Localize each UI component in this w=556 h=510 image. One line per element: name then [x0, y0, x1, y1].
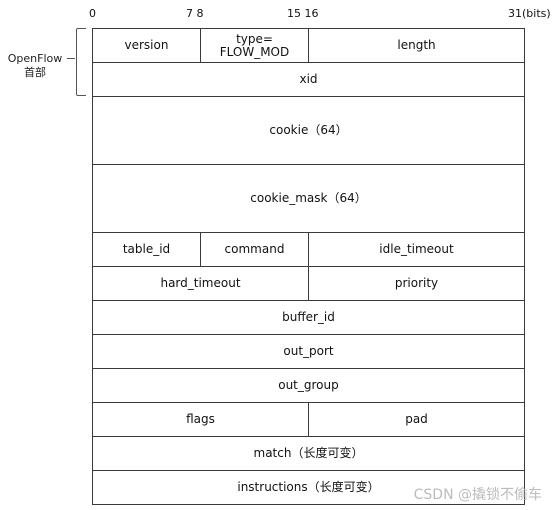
bit-label-15-16: 15 16 — [287, 7, 319, 20]
field-type-label-line1: type= — [236, 31, 273, 46]
field-priority-label: priority — [394, 276, 439, 290]
openflow-header-label-line2: 首部 — [24, 66, 46, 79]
field-cookie: cookie（64） — [92, 96, 525, 165]
field-out-group: out_group — [92, 368, 525, 403]
field-hard-timeout: hard_timeout — [92, 266, 309, 301]
field-length: length — [308, 28, 525, 63]
field-xid: xid — [92, 62, 525, 97]
field-table-id: table_id — [92, 232, 201, 267]
field-priority: priority — [308, 266, 525, 301]
field-out-port: out_port — [92, 334, 525, 369]
field-out-port-label: out_port — [283, 344, 334, 358]
header-brace — [76, 28, 86, 96]
field-match: match（长度可变） — [92, 436, 525, 471]
openflow-header-label: OpenFlow 首部 — [4, 52, 66, 80]
field-instructions: instructions（长度可变） — [92, 470, 525, 505]
csdn-watermark: CSDN @撬锁不偷车 — [413, 487, 542, 503]
field-flags: flags — [92, 402, 309, 437]
field-cookie-label: cookie（64） — [269, 123, 348, 137]
field-pad-label: pad — [405, 412, 428, 426]
field-xid-label: xid — [299, 72, 318, 86]
field-hard-timeout-label: hard_timeout — [160, 276, 241, 290]
field-type-label-line2: FLOW_MOD — [219, 44, 290, 59]
openflow-header-label-line1: OpenFlow — [7, 52, 63, 65]
field-buffer-id-label: buffer_id — [282, 310, 335, 324]
field-flags-label: flags — [186, 412, 215, 426]
field-idle-timeout: idle_timeout — [308, 232, 525, 267]
header-label-connector — [67, 58, 75, 59]
field-pad: pad — [308, 402, 525, 437]
field-table-id-label: table_id — [122, 242, 171, 256]
field-cookie-mask: cookie_mask（64） — [92, 164, 525, 233]
bit-label-0: 0 — [89, 7, 96, 20]
field-idle-timeout-label: idle_timeout — [379, 242, 454, 256]
field-match-label: match（长度可变） — [253, 446, 364, 460]
bit-label-7-8: 7 8 — [186, 7, 204, 20]
field-length-label: length — [397, 38, 436, 52]
field-out-group-label: out_group — [278, 378, 339, 392]
field-command: command — [200, 232, 309, 267]
field-version: version — [92, 28, 201, 63]
field-cookie-mask-label: cookie_mask（64） — [250, 191, 367, 205]
bit-label-31: 31(bits) — [508, 7, 551, 20]
field-version-label: version — [124, 38, 169, 52]
field-buffer-id: buffer_id — [92, 300, 525, 335]
field-command-label: command — [224, 242, 285, 256]
field-instructions-label: instructions（长度可变） — [237, 480, 380, 494]
field-type: type= FLOW_MOD — [200, 28, 309, 63]
